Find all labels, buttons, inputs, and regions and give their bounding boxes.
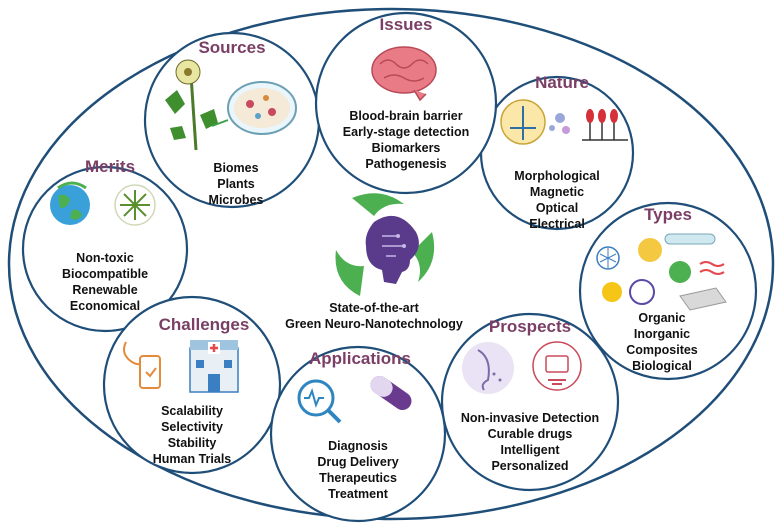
nature-item: Magnetic bbox=[530, 185, 584, 199]
challenges-item: Scalability bbox=[161, 404, 223, 418]
center-subtitle: Green Neuro-Nanotechnology bbox=[285, 317, 463, 331]
nature-item: Optical bbox=[536, 201, 578, 215]
types-circle bbox=[578, 201, 758, 381]
sources-section: Sources Biomes Plants Microbes bbox=[143, 31, 321, 209]
prospects-item: Personalized bbox=[491, 459, 568, 473]
nature-item: Morphological bbox=[514, 169, 599, 183]
issues-item: Pathogenesis bbox=[365, 157, 446, 171]
merits-item: Renewable bbox=[72, 283, 137, 297]
prospects-item: Curable drugs bbox=[488, 427, 573, 441]
issues-circle bbox=[314, 11, 498, 195]
merits-item: Non-toxic bbox=[76, 251, 134, 265]
challenges-title: Challenges bbox=[159, 315, 250, 334]
prospects-section: Prospects Non-invasive Detection Curable… bbox=[440, 312, 620, 492]
nature-item: Electrical bbox=[529, 217, 585, 231]
types-item: Inorganic bbox=[634, 327, 690, 341]
merits-item: Biocompatible bbox=[62, 267, 148, 281]
types-item: Organic bbox=[638, 311, 685, 325]
applications-item: Drug Delivery bbox=[317, 455, 398, 469]
center-section: State-of-the-art Green Neuro-Nanotechnol… bbox=[285, 193, 463, 331]
prospects-item: Non-invasive Detection bbox=[461, 411, 599, 425]
types-title: Types bbox=[644, 205, 692, 224]
sources-title: Sources bbox=[198, 38, 265, 57]
prospects-item: Intelligent bbox=[500, 443, 560, 457]
diagnosis-capsule-icon bbox=[297, 375, 412, 424]
merits-item: Economical bbox=[70, 299, 140, 313]
sources-item: Biomes bbox=[213, 161, 258, 175]
types-section: Types Organic Inorganic Composites Biolo… bbox=[578, 201, 758, 381]
brain-circuit-recycle-icon bbox=[335, 193, 435, 296]
sources-item: Microbes bbox=[209, 193, 264, 207]
nanoparticle-interaction-icon bbox=[500, 99, 628, 145]
prospects-title: Prospects bbox=[489, 317, 571, 336]
applications-section: Applications Diagnosis Drug Delivery The… bbox=[269, 345, 447, 523]
applications-item: Therapeutics bbox=[319, 471, 397, 485]
sources-item: Plants bbox=[217, 177, 255, 191]
center-title: State-of-the-art bbox=[329, 301, 419, 315]
plant-petri-dish-icon bbox=[165, 59, 297, 151]
nasal-delivery-icon bbox=[462, 341, 582, 394]
eco-globe-icon bbox=[50, 181, 156, 226]
types-item: Biological bbox=[632, 359, 692, 373]
applications-item: Treatment bbox=[328, 487, 389, 501]
issues-item: Early-stage detection bbox=[343, 125, 469, 139]
challenges-item: Human Trials bbox=[153, 452, 232, 466]
nanostructures-icon bbox=[596, 233, 727, 311]
merits-section: Merits Non-toxic Biocompatible Renewable… bbox=[21, 157, 189, 333]
challenges-section: Challenges Scalability Selectivity Stabi… bbox=[102, 295, 282, 475]
issues-section: Issues Blood-brain barrier Early-stage d… bbox=[314, 11, 498, 195]
applications-title: Applications bbox=[309, 349, 411, 368]
hospital-icon bbox=[123, 340, 239, 393]
types-item: Composites bbox=[626, 343, 698, 357]
nature-title: Nature bbox=[535, 73, 589, 92]
issues-item: Blood-brain barrier bbox=[349, 109, 462, 123]
merits-title: Merits bbox=[85, 157, 135, 176]
challenges-item: Stability bbox=[168, 436, 217, 450]
applications-item: Diagnosis bbox=[328, 439, 388, 453]
challenges-item: Selectivity bbox=[161, 420, 223, 434]
issues-item: Biomarkers bbox=[372, 141, 441, 155]
issues-title: Issues bbox=[380, 15, 433, 34]
brain-icon bbox=[371, 46, 437, 102]
